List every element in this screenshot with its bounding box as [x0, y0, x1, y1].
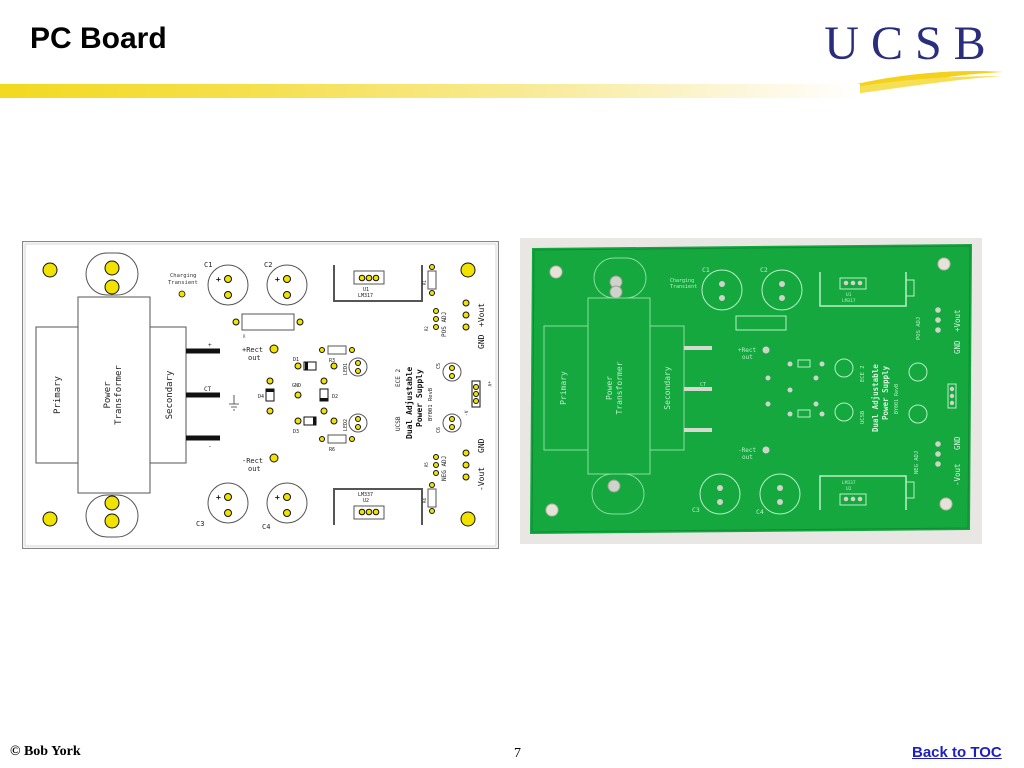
- photo-label-u1: U1: [846, 292, 852, 298]
- label-u1: U1: [363, 287, 369, 293]
- ucsb-logo-text: UCSB: [824, 17, 998, 70]
- photo-label-c2: C2: [760, 266, 768, 274]
- photo-label-dual-adjustable: Dual Adjustable: [871, 364, 880, 432]
- label-vminus-header: -V: [464, 410, 470, 416]
- photo-label-c1: C1: [702, 266, 710, 274]
- logo-swoosh-icon: [820, 70, 1004, 98]
- photo-label-c4: C4: [756, 508, 764, 516]
- photo-label-neg-adj: NEG ADJ: [914, 451, 920, 474]
- photo-label-c3: C3: [692, 506, 700, 514]
- label-gnd-neg: GND: [477, 438, 486, 453]
- label-rect-out-pos-out: out: [248, 354, 261, 362]
- label-rect-out-pos: +Rect: [242, 346, 263, 354]
- label-ece: ECE 2: [395, 369, 402, 387]
- photo-label-charging: Charging: [670, 278, 694, 284]
- photo-label-u1-part: LM317: [842, 298, 856, 304]
- pcb-layout-drawing: Primary Power Transformer Secondary + CT…: [22, 241, 499, 549]
- label-gnd-center: GND: [292, 383, 301, 389]
- photo-label-revision: BY001 RevB: [894, 384, 900, 414]
- photo-label-ct: CT: [700, 382, 706, 388]
- photo-label-rect-out-pos: +Rect: [738, 347, 756, 354]
- label-c3: C3: [196, 520, 204, 528]
- label-secondary: Secondary: [165, 370, 175, 419]
- label-charging: Charging: [170, 273, 197, 279]
- photo-label-u2-part: LM337: [842, 480, 856, 486]
- label-c5: C5: [436, 363, 442, 369]
- label-c2-plus: +: [275, 275, 280, 284]
- title-underline-bar: [0, 84, 860, 98]
- label-plus-sec: +: [208, 342, 212, 349]
- label-c3-plus: +: [216, 493, 221, 502]
- slide-title: PC Board: [30, 22, 167, 55]
- label-vout-neg: -Vout: [477, 467, 486, 491]
- label-c6: C6: [436, 427, 442, 433]
- label-ucsb: UCSB: [395, 416, 402, 431]
- photo-label-vout-neg: -Vout: [953, 463, 962, 486]
- label-d2: D2: [332, 394, 338, 400]
- label-rect-out-neg: -Rect: [242, 457, 263, 465]
- label-transient: Transient: [168, 280, 198, 286]
- label-vout-pos: +Vout: [477, 303, 486, 327]
- label-c4: C4: [262, 523, 270, 531]
- back-to-toc-link[interactable]: Back to TOC: [912, 744, 1002, 761]
- photo-label-rect-out-neg-out: out: [742, 454, 753, 461]
- photo-label-transient: Transient: [670, 284, 697, 290]
- label-c2: C2: [264, 261, 272, 269]
- label-c4-plus: +: [275, 493, 280, 502]
- label-neg-adj: NEG ADJ: [441, 456, 448, 481]
- label-pos-adj: POS ADJ: [441, 312, 448, 337]
- label-revision: BY001 RevB: [428, 387, 434, 421]
- photo-label-power-supply: Power Supply: [881, 365, 890, 420]
- label-u2-part: LM337: [358, 492, 373, 498]
- label-led2: LED2: [343, 419, 349, 431]
- photo-label-rect-out-neg: -Rect: [738, 447, 756, 454]
- photo-label-transformer: Transformer: [615, 361, 624, 414]
- label-r5: R5: [424, 462, 429, 467]
- pcb-photo: Primary Power Transformer Secondary CT C…: [520, 238, 982, 544]
- label-transformer: Transformer: [114, 365, 124, 425]
- photo-label-vout-pos: +Vout: [953, 309, 962, 332]
- footer-author: © Bob York: [10, 744, 81, 759]
- photo-label-secondary: Secondary: [663, 366, 672, 410]
- label-dual-adjustable: Dual Adjustable: [404, 367, 414, 439]
- label-d4: D4: [258, 394, 264, 400]
- label-c1: C1: [204, 261, 212, 269]
- label-gnd-pos: GND: [477, 334, 486, 349]
- label-r4: R4: [422, 498, 427, 503]
- photo-label-primary: Primary: [559, 371, 568, 405]
- label-minus-sec: -: [208, 443, 212, 450]
- photo-label-u2: U2: [846, 486, 852, 492]
- label-ct: CT: [204, 386, 212, 393]
- photo-label-power: Power: [605, 376, 614, 400]
- label-r6: R6: [329, 447, 335, 453]
- label-d1: D1: [293, 357, 299, 363]
- photo-label-ucsb: UCSB: [860, 410, 866, 424]
- label-r2: R2: [424, 326, 429, 331]
- label-u1-part: LM317: [358, 293, 373, 299]
- photo-label-ece: ECE 2: [860, 365, 866, 382]
- label-led1: LED1: [343, 363, 349, 375]
- photo-label-rect-out-pos-out: out: [742, 354, 753, 361]
- page-number: 7: [514, 746, 521, 761]
- photo-label-gnd-neg: GND: [953, 436, 962, 450]
- label-d3: D3: [293, 429, 299, 435]
- photo-label-pos-adj: POS ADJ: [916, 317, 922, 340]
- label-u2: U2: [363, 498, 369, 504]
- label-vplus-header: +V: [486, 381, 492, 387]
- label-primary: Primary: [53, 375, 63, 414]
- label-power-supply: Power Supply: [415, 369, 424, 427]
- label-r1: R1: [422, 280, 427, 285]
- ucsb-logo: UCSB: [816, 14, 1006, 100]
- label-c1-plus: +: [216, 275, 221, 284]
- label-r3: R3: [329, 358, 335, 364]
- label-power: Power: [103, 381, 113, 409]
- label-r-bleed: R: [243, 334, 246, 339]
- photo-label-gnd-pos: GND: [953, 340, 962, 354]
- label-rect-out-neg-out: out: [248, 465, 261, 473]
